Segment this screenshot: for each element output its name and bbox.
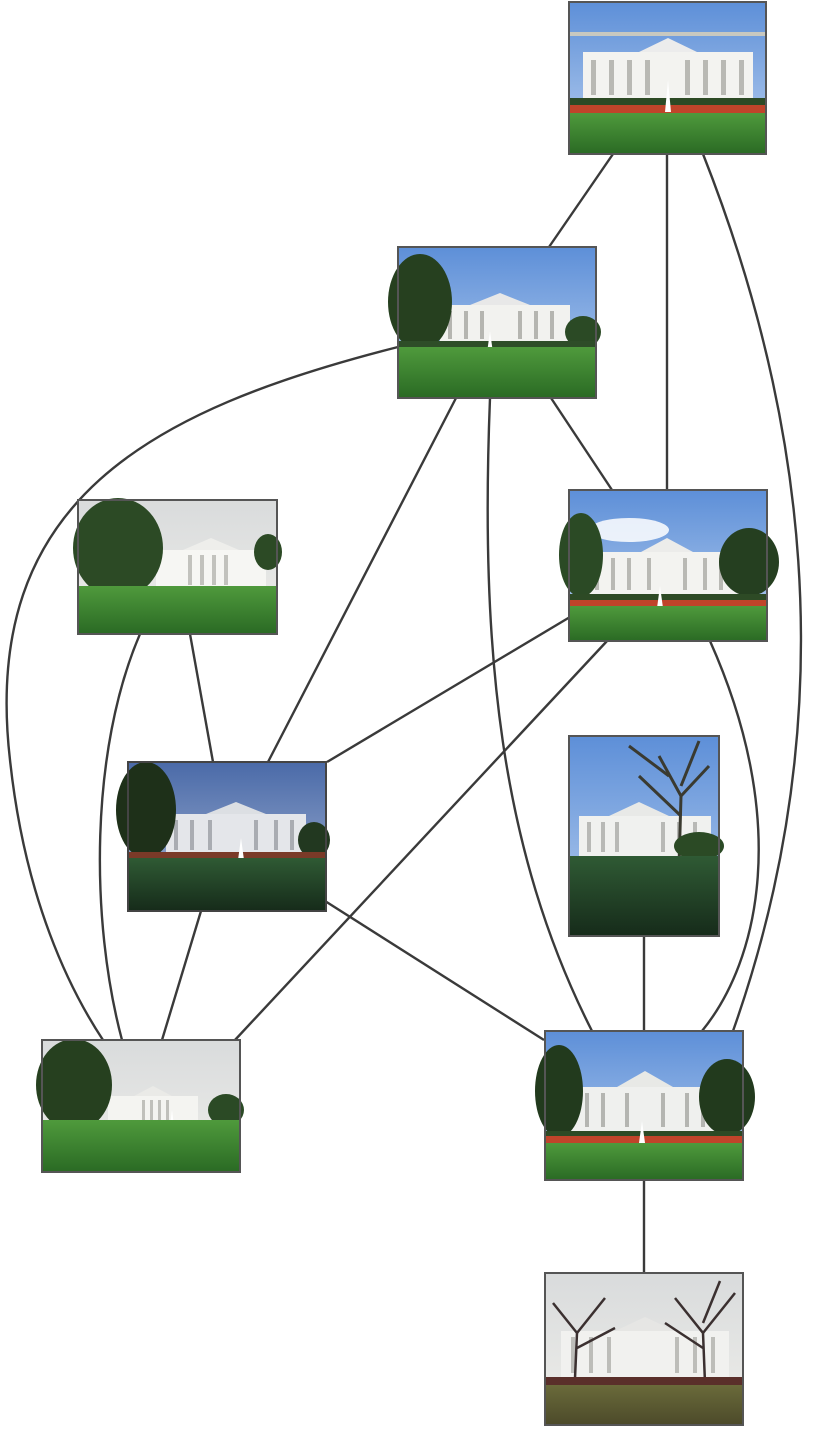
edge-n3-n7 [98,633,142,1041]
edge-n5-n7 [160,910,203,1041]
edge-n4-n5 [326,615,571,764]
edge-n2-n8 [486,397,594,1032]
photo-node-4[interactable] [559,489,779,642]
photo-node-7[interactable] [36,1039,244,1173]
edge-n2-n4 [549,397,614,491]
photo-node-2[interactable] [388,246,601,399]
edge-n4-n8 [701,640,760,1032]
edge-n1-n8 [701,153,803,1032]
photo-node-5[interactable] [116,761,330,912]
photo-node-3[interactable] [73,498,282,635]
edge-n3-n5 [188,633,215,763]
edge-n5-n8 [324,899,545,1042]
edge-layer [5,153,803,1273]
photo-node-9[interactable] [544,1272,744,1426]
photo-node-8[interactable] [535,1030,755,1181]
edge-n2-n7 [5,345,399,1041]
photo-node-1[interactable] [568,1,767,155]
photo-node-6[interactable] [568,735,724,937]
edge-n2-n5 [266,397,458,763]
edge-n4-n7 [234,640,608,1041]
edge-n1-n2 [548,153,614,248]
